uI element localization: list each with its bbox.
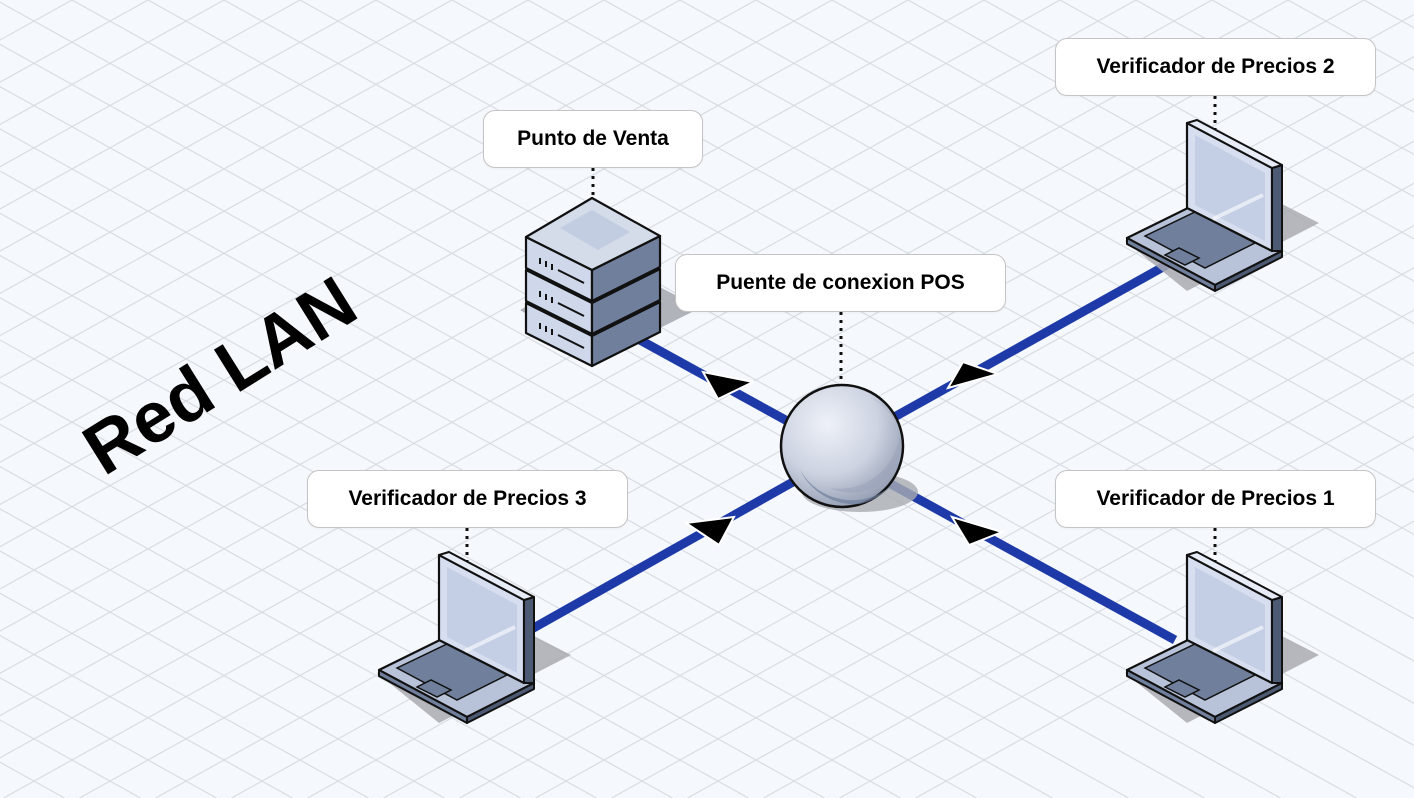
link-vp2: [877, 258, 1175, 429]
grid-line: [0, 634, 293, 798]
arrow-vp3: [683, 515, 736, 547]
grid-line: [0, 0, 985, 548]
label-verificador-3: Verificador de Precios 3: [307, 470, 628, 528]
links: [527, 258, 1178, 644]
grid-line: [1059, 0, 1414, 198]
label-verificador-2: Verificador de Precios 2: [1055, 38, 1376, 96]
grid-line: [459, 267, 1414, 798]
grid-line: [0, 0, 1289, 717]
grid-line: [0, 0, 1213, 675]
grid-line: [755, 0, 1414, 367]
grid-line: [79, 55, 1414, 798]
grid-line: [0, 592, 369, 798]
laptop-icon: [377, 551, 571, 724]
grid-line: [0, 550, 445, 798]
grid-line: [831, 0, 1414, 325]
grid-line: [0, 43, 1357, 798]
grid-line: [839, 478, 1414, 798]
grid-line: [535, 309, 1414, 798]
grid-line: [0, 85, 1281, 798]
grid-line: [0, 0, 1061, 590]
sphere-hub-icon: [779, 383, 918, 512]
laptop-icon: [1125, 119, 1319, 292]
label-hub: Puente de conexion POS: [675, 254, 1006, 312]
grid-line: [0, 339, 825, 798]
server-icon: [520, 196, 700, 368]
grid-line: [0, 0, 1365, 759]
grid-line: [0, 212, 1053, 798]
grid-line: [0, 0, 529, 295]
grid-line: [907, 0, 1414, 282]
label-punto-de-venta: Punto de Venta: [483, 110, 703, 168]
grid-line: [1135, 0, 1414, 156]
grid-line: [0, 128, 1205, 798]
grid-line: [0, 297, 901, 798]
grid-line: [611, 351, 1414, 798]
label-verificador-1: Verificador de Precios 1: [1055, 470, 1376, 528]
laptop-icon: [1125, 551, 1319, 724]
arrow-pos: [701, 370, 757, 401]
grid-line: [383, 224, 1414, 798]
grid-line: [679, 0, 1414, 409]
grid-line: [0, 0, 301, 168]
grid-line: [527, 0, 1414, 493]
arrow-vp1: [949, 515, 1006, 547]
grid-line: [223, 0, 1414, 662]
arrowheads: [683, 360, 1006, 547]
link-vp1: [877, 474, 1178, 644]
link-vp3: [527, 474, 803, 634]
grid-line: [0, 0, 681, 379]
grid-line: [0, 170, 1129, 798]
grid-line: [687, 393, 1414, 798]
grid-line: [0, 0, 1137, 632]
grid-line: [0, 508, 521, 798]
grid-line: [763, 435, 1414, 798]
grid-line: [603, 0, 1414, 451]
grid-line: [0, 0, 453, 252]
grid-line: [0, 254, 977, 798]
grid-line: [0, 0, 377, 210]
arrow-vp2: [945, 360, 1002, 390]
grid-line: [0, 0, 605, 337]
label-leaders: [465, 96, 1217, 564]
grid-line: [0, 465, 597, 798]
